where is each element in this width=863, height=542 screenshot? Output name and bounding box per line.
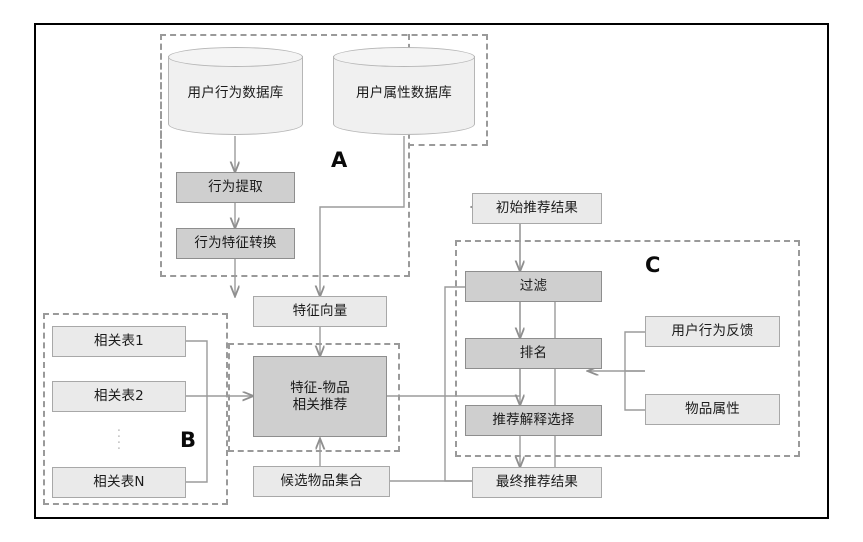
node-ranking[interactable]: 排名 bbox=[465, 338, 602, 369]
node-final-recommend-result[interactable]: 最终推荐结果 bbox=[472, 467, 602, 498]
relation-table-ellipsis: .... bbox=[116, 420, 122, 453]
cylinder-body bbox=[168, 56, 303, 135]
user-attribute-database-label: 用户属性数据库 bbox=[356, 85, 452, 101]
node-filter[interactable]: 过滤 bbox=[465, 271, 602, 302]
node-relation-table-1[interactable]: 相关表1 bbox=[52, 326, 186, 357]
group-a-notch-edge bbox=[408, 144, 488, 146]
node-initial-recommend-result[interactable]: 初始推荐结果 bbox=[472, 193, 602, 224]
node-behavior-feature-transform[interactable]: 行为特征转换 bbox=[176, 228, 295, 259]
node-feature-item-recommend-line1: 特征-物品 bbox=[290, 380, 350, 397]
node-item-attribute[interactable]: 物品属性 bbox=[645, 394, 780, 425]
node-relation-table-n[interactable]: 相关表N bbox=[52, 467, 186, 498]
group-a-boundary-lower bbox=[160, 34, 410, 277]
user-attribute-database[interactable]: 用户属性数据库 bbox=[333, 47, 475, 135]
node-behavior-extract[interactable]: 行为提取 bbox=[176, 172, 295, 203]
node-feature-vector[interactable]: 特征向量 bbox=[253, 296, 387, 327]
group-c-label: C bbox=[645, 253, 661, 277]
cylinder-top bbox=[333, 47, 475, 67]
node-feature-item-recommend[interactable]: 特征-物品 相关推荐 bbox=[253, 356, 387, 437]
group-a-label: A bbox=[331, 148, 348, 172]
node-candidate-item-set[interactable]: 候选物品集合 bbox=[253, 466, 390, 497]
node-user-behavior-feedback[interactable]: 用户行为反馈 bbox=[645, 316, 780, 347]
group-b-label: B bbox=[180, 428, 197, 452]
node-feature-item-recommend-line2: 相关推荐 bbox=[292, 396, 348, 413]
node-recommend-explain-select[interactable]: 推荐解释选择 bbox=[465, 405, 602, 436]
cylinder-body bbox=[333, 56, 475, 135]
cylinder-top bbox=[168, 47, 303, 67]
user-behavior-database[interactable]: 用户行为数据库 bbox=[168, 47, 303, 135]
node-relation-table-2[interactable]: 相关表2 bbox=[52, 381, 186, 412]
group-a-notch-mask bbox=[163, 140, 407, 152]
user-behavior-database-label: 用户行为数据库 bbox=[187, 85, 284, 101]
group-b-boundary bbox=[43, 313, 228, 505]
